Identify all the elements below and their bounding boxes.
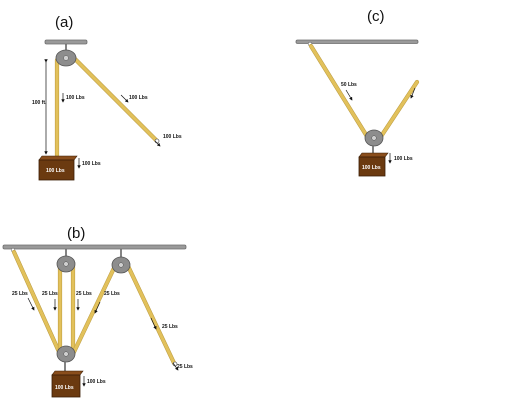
panel-a-box-label: 100 Lbs bbox=[46, 168, 65, 174]
panel-a-label: (a) bbox=[55, 14, 73, 31]
panel-a: (a) 100 ft. 100 Lbs 100 Lbs 100 Lbs 100 … bbox=[32, 14, 182, 181]
panel-a-height-label: 100 ft. bbox=[32, 100, 47, 106]
panel-c-force-box: 100 Lbs bbox=[394, 156, 413, 162]
panel-c-force-rope: 50 Lbs bbox=[341, 82, 357, 88]
panel-b-force-4: 25 Lbs bbox=[104, 291, 120, 297]
panel-c-box-label: 100 Lbs bbox=[362, 165, 381, 171]
panel-a-force-end: 100 Lbs bbox=[163, 134, 182, 140]
panel-b-force-3: 25 Lbs bbox=[76, 291, 92, 297]
panel-b-rope-4 bbox=[71, 264, 117, 356]
panel-a-force-box: 100 Lbs bbox=[82, 161, 101, 167]
panel-b-box bbox=[51, 374, 81, 398]
panel-a-box-top bbox=[38, 155, 78, 161]
panel-b-force-end: 25 Lbs bbox=[177, 364, 193, 370]
panel-b-rope-5 bbox=[126, 264, 176, 365]
panel-c-force-rope-arrow bbox=[345, 89, 353, 101]
panel-b: (b) 25 Lbs 25 Lbs 25 Lbs 25 Lbs bbox=[2, 225, 193, 398]
panel-b-pulley-1-hub bbox=[63, 261, 69, 267]
panel-b-force-1-arrow bbox=[27, 297, 35, 311]
panel-a-force-end-arrow bbox=[154, 140, 161, 147]
panel-b-force-5: 25 Lbs bbox=[162, 324, 178, 330]
panel-b-label: (b) bbox=[67, 225, 85, 242]
panel-b-force-end-arrow bbox=[172, 362, 179, 371]
panel-a-force-diag-arrow bbox=[120, 94, 129, 103]
panel-b-box-label: 100 Lbs bbox=[55, 385, 74, 391]
panel-c-force-right-arrow bbox=[410, 87, 416, 99]
panel-c-ceiling-beam bbox=[295, 39, 419, 44]
panel-b-force-2: 25 Lbs bbox=[42, 291, 58, 297]
panel-c-box-top bbox=[358, 152, 389, 158]
panel-b-force-box: 100 Lbs bbox=[87, 379, 106, 385]
panel-a-force-diag: 100 Lbs bbox=[129, 95, 148, 101]
panel-a-rope-diagonal bbox=[72, 56, 158, 142]
panel-c-rope-right bbox=[378, 80, 419, 140]
panel-b-ceiling-beam bbox=[2, 244, 187, 250]
panel-b-rope-1 bbox=[12, 250, 62, 356]
panel-c-pulley-hub bbox=[371, 135, 377, 141]
panel-b-box-top bbox=[51, 370, 84, 376]
panel-b-pulley-3-hub bbox=[63, 351, 69, 357]
panel-a-pulley-hub bbox=[63, 55, 69, 61]
panel-c-rope-left bbox=[309, 44, 370, 140]
panel-b-force-1: 25 Lbs bbox=[12, 291, 28, 297]
panel-b-pulley-2-hub bbox=[118, 262, 124, 268]
panel-b-force-4-arrow bbox=[94, 301, 101, 314]
panel-a-force-left: 100 Lbs bbox=[66, 95, 85, 101]
panel-c-label: (c) bbox=[367, 8, 385, 25]
panel-c: (c) 50 Lbs 100 Lbs 100 Lbs bbox=[295, 8, 420, 177]
panel-c-box bbox=[358, 156, 386, 177]
panel-a-ceiling-beam bbox=[44, 39, 88, 45]
panel-a-box bbox=[38, 159, 75, 181]
panel-a-rope-end bbox=[154, 138, 160, 144]
panel-b-force-5-arrow bbox=[150, 317, 157, 330]
